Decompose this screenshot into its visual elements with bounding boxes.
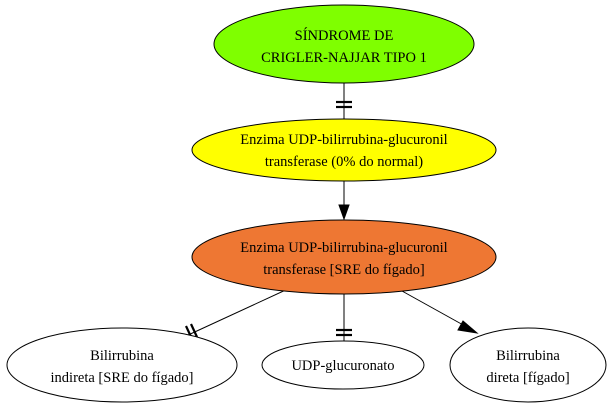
node-bili-indirect[interactable]: Bilirrubina indireta [SRE do fígado] [6,327,238,403]
node-enzyme-sre-line2: transferase [SRE do fígado] [263,262,424,278]
node-bili-indirect-line2: indireta [SRE do fígado] [51,370,194,386]
edge-enzyme-sre-to-bili-direct [401,290,479,334]
node-enzyme-sre-shape [191,219,497,295]
node-udp-glucuronate-line1: UDP-glucuronato [291,358,394,374]
edge-syndrome-to-enzyme-normal [336,83,352,119]
node-bili-indirect-shape [6,327,238,403]
node-enzyme-normal-line2: transferase (0% do normal) [265,154,423,170]
node-bili-direct-line1: Bilirrubina [496,348,560,364]
node-bili-direct-shape [449,327,607,403]
node-udp-glucuronate-shape [261,340,425,390]
node-syndrome-line1: SÍNDROME DE [295,27,394,44]
node-enzyme-normal-shape [191,118,497,182]
edge-enzyme-normal-to-enzyme-sre [338,181,350,221]
node-enzyme-sre[interactable]: Enzima UDP-bilirrubina-glucuronil transf… [191,219,497,295]
node-enzyme-sre-line1: Enzima UDP-bilirrubina-glucuronil [240,240,447,256]
node-udp-glucuronate[interactable]: UDP-glucuronato [261,340,425,390]
node-syndrome[interactable]: SÍNDROME DE CRIGLER-NAJJAR TIPO 1 [213,4,475,84]
node-enzyme-normal[interactable]: Enzima UDP-bilirrubina-glucuronil transf… [191,118,497,182]
node-bili-indirect-line1: Bilirrubina [90,348,154,364]
node-bili-direct-line2: direta [fígado] [486,370,569,386]
edges [185,83,479,341]
node-bili-direct[interactable]: Bilirrubina direta [fígado] [449,327,607,403]
edge-enzyme-sre-to-bili-indirect [185,287,291,340]
edge-enzyme-sre-to-udp-glucuronate [336,294,352,341]
node-syndrome-shape [213,4,475,84]
node-enzyme-normal-line1: Enzima UDP-bilirrubina-glucuronil [240,132,447,148]
node-syndrome-line2: CRIGLER-NAJJAR TIPO 1 [261,50,427,66]
